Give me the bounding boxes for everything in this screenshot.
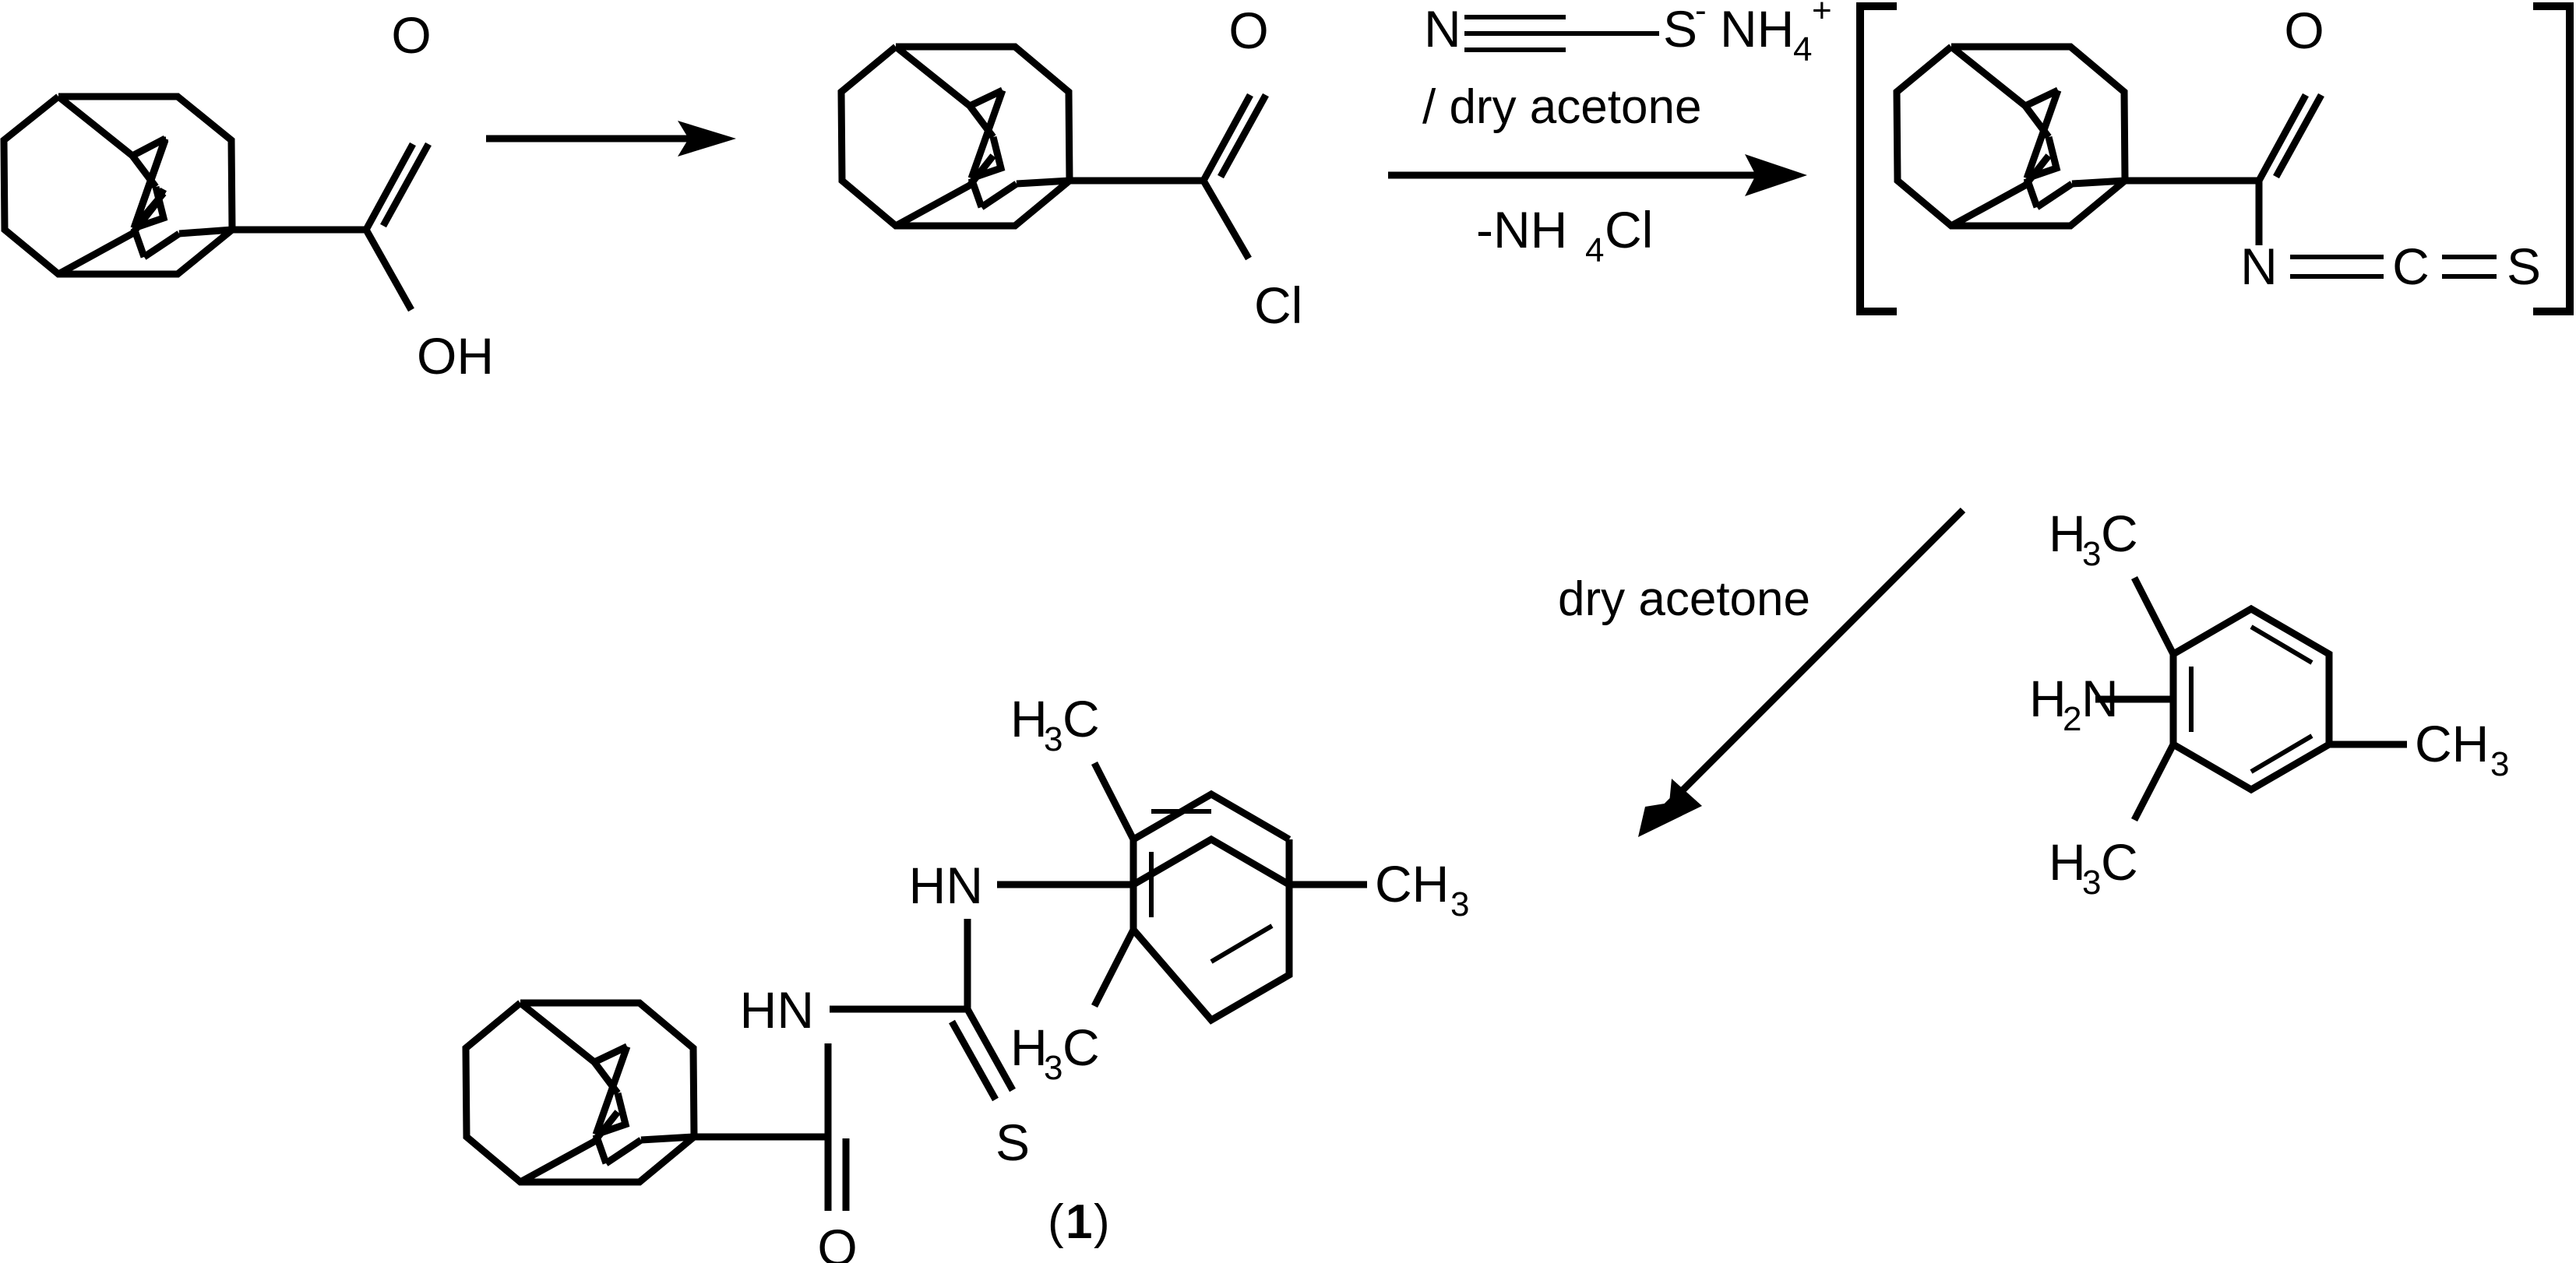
ring-double-3 (2250, 734, 2313, 774)
reagent-sulfur-label: S (1663, 0, 1697, 58)
oxygen-label-chloride: O (1228, 2, 1268, 59)
byproduct-label: -NH (1476, 201, 1567, 259)
amine-h-subscript: 2 (2063, 700, 2081, 738)
ammonium-subscript: 4 (1793, 30, 1812, 69)
bond-product-methyl-bottom (1091, 927, 1137, 1008)
bond-cs-product-b (949, 1019, 999, 1102)
structure-mesitylamine: H 2 N H 3 C H 3 C CH 3 (2029, 505, 2509, 902)
structure-acyl-isothiocyanate: O N C S (1856, 2, 2574, 315)
reagent-nitrogen-label: N (1424, 0, 1461, 58)
isothiocyanate-nitrogen: N (2240, 237, 2278, 295)
byproduct-chlorine: Cl (1605, 201, 1653, 259)
bond-co-1a (363, 142, 416, 232)
bond-co-3b (2273, 93, 2324, 179)
methyl-bottom-h-label: H (2049, 833, 2086, 891)
product-ring-double-4 (1210, 924, 1274, 964)
structure-adamantane-carbonyl-chloride: O Cl (837, 2, 1302, 334)
reaction-arrow-2-group: N S - NH 4 + / dry acetone -NH 4 Cl (1388, 0, 1832, 269)
nh-left-label: HN (740, 981, 814, 1039)
product-methyl-bottom-c: C (1062, 1018, 1100, 1076)
sulfur-label-product: S (996, 1113, 1030, 1171)
diagonal-reaction-arrow: dry acetone (1558, 507, 1966, 837)
methyl-right-label: CH (2415, 715, 2489, 772)
amine-n-label: N (2081, 670, 2119, 727)
product-methyl-right: CH (1375, 855, 1449, 913)
product-methyl-bottom-h-sub: 3 (1044, 1049, 1062, 1087)
ammonium-positive-charge: + (1812, 0, 1832, 30)
bond-ring-to-methyl-bottom (2131, 742, 2176, 822)
bracket-left (1856, 2, 1897, 315)
reagent-solvent-label: / dry acetone (1422, 80, 1701, 134)
product-methyl-right-sub: 3 (1450, 885, 1469, 924)
bond-c-cl (1200, 178, 1252, 261)
bond-c-oh (363, 227, 414, 312)
amine-h-label: H (2029, 670, 2067, 727)
ammonium-nh-label: NH (1720, 0, 1794, 58)
adamantyl-cage-4 (462, 999, 698, 1186)
ring-double-2 (2250, 624, 2313, 665)
oxygen-label-intermediate: O (2284, 2, 2324, 59)
byproduct-subscript: 4 (1585, 231, 1604, 269)
bond-co-2a (1200, 93, 1253, 183)
adamantyl-cage-1 (0, 93, 236, 278)
compound-label-number: 1 (1066, 1195, 1092, 1249)
compound-label-close-paren: ) (1094, 1195, 1110, 1249)
structure-product-1: O HN S HN H 3 C H 3 C (462, 690, 1469, 1263)
diagonal-arrow-label: dry acetone (1558, 572, 1810, 626)
oxygen-label-product: O (817, 1219, 857, 1263)
bond-co-1b (380, 142, 432, 228)
bond-cs-product-a (964, 1007, 1016, 1092)
methyl-top-h-subscript: 3 (2082, 535, 2101, 573)
methyl-right-subscript: 3 (2490, 745, 2509, 783)
product-methyl-top-c: C (1062, 690, 1100, 748)
product-methyl-top-h: H (1010, 690, 1048, 748)
methyl-top-h-label: H (2049, 505, 2086, 562)
bond-product-methyl-top (1091, 761, 1137, 842)
adamantyl-cage-3 (1893, 43, 2129, 230)
bracket-right (2533, 2, 2574, 315)
reaction-arrow-1 (486, 121, 736, 157)
bond-co-3a (2256, 93, 2309, 183)
product-methyl-top-h-sub: 3 (1044, 720, 1062, 758)
methyl-top-c-label: C (2101, 505, 2138, 562)
hydroxyl-label: OH (417, 327, 494, 385)
structure-adamantane-carboxylic-acid: O OH (0, 6, 494, 385)
methyl-bottom-h-subscript: 3 (2082, 864, 2101, 902)
product-methyl-bottom-h: H (1010, 1018, 1048, 1076)
methyl-bottom-c-label: C (2101, 833, 2138, 891)
ring-edge-upper (1131, 790, 1292, 843)
sulfur-negative-charge: - (1695, 0, 1707, 30)
chloride-label: Cl (1254, 276, 1302, 334)
isothiocyanate-sulfur: S (2507, 237, 2541, 295)
bond-ring-to-methyl-top (2130, 575, 2177, 656)
adamantyl-cage-2 (837, 43, 1073, 230)
nh-right-label: HN (909, 857, 983, 914)
compound-label-open-paren: ( (1048, 1195, 1064, 1249)
bond-co-2b (1218, 93, 1269, 179)
oxygen-label-acid: O (391, 6, 431, 64)
isothiocyanate-carbon: C (2392, 237, 2430, 295)
